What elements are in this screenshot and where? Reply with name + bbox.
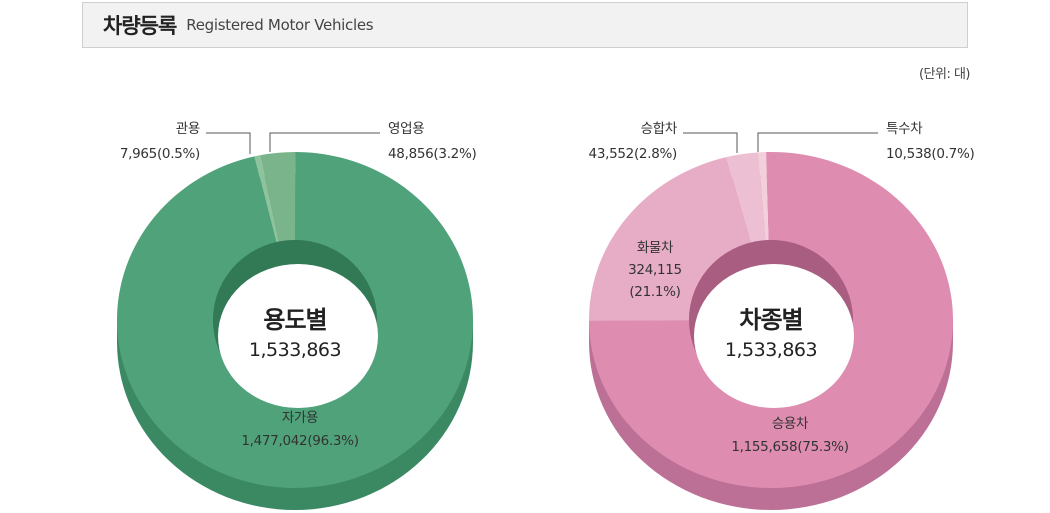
slice-label-name: 특수차 — [886, 121, 923, 137]
donut-slice — [254, 155, 279, 243]
donut-slice — [726, 152, 766, 243]
donut-slice — [758, 152, 769, 241]
donut-chart-by-use: 관용 7,965(0.5%) 영업용 48,856(3.2%) 자가용 1,47… — [116, 121, 477, 510]
donut-hole — [694, 264, 854, 408]
donut-hole — [218, 264, 378, 408]
donut-chart-by-type: 승합차 43,552(2.8%) 특수차 10,538(0.7%) 화물차 32… — [589, 121, 975, 510]
chart2-leader-lines — [683, 132, 878, 153]
donut-slice — [260, 152, 296, 242]
donut-slice — [589, 151, 954, 488]
slice-label-value: 1,477,042(96.3%) — [241, 433, 358, 449]
center-title: 차종별 — [739, 306, 802, 334]
title-korean: 차량등록 — [103, 14, 177, 38]
leader-line-van — [683, 132, 738, 153]
unit-label: (단위: 대) — [918, 67, 971, 82]
slice-label-name: 화물차 — [637, 240, 674, 256]
slice-label-value: 7,965(0.5%) — [120, 146, 200, 162]
slice-label-name: 영업용 — [388, 121, 424, 137]
slice-label-name: 자가용 — [282, 410, 318, 426]
slice-label-value: 43,552(2.8%) — [589, 146, 678, 162]
slice-label-name: 관용 — [176, 121, 200, 137]
chart2-slices — [589, 151, 954, 510]
center-total: 1,533,863 — [725, 339, 817, 361]
donut-slice — [589, 157, 751, 321]
center-total: 1,533,863 — [249, 339, 341, 361]
chart1-leader-lines — [206, 132, 380, 154]
chart1-slices — [116, 152, 474, 510]
leader-line-government — [206, 132, 251, 154]
title-english: Registered Motor Vehicles — [186, 16, 374, 34]
slice-label-value: 1,155,658(75.3%) — [731, 439, 848, 455]
slice-label-name: 승합차 — [641, 121, 678, 137]
slice-label-percent: (21.1%) — [629, 284, 680, 300]
slice-label-value: 48,856(3.2%) — [388, 146, 477, 162]
donut-slice — [116, 152, 474, 488]
leader-line-special — [757, 132, 878, 152]
center-title: 용도별 — [263, 306, 326, 334]
slice-label-value: 324,115 — [628, 262, 682, 278]
slice-label-value: 10,538(0.7%) — [886, 146, 975, 162]
title-bar: 차량등록 Registered Motor Vehicles — [82, 2, 968, 48]
slice-label-name: 승용차 — [772, 416, 809, 432]
leader-line-commercial — [269, 132, 380, 152]
